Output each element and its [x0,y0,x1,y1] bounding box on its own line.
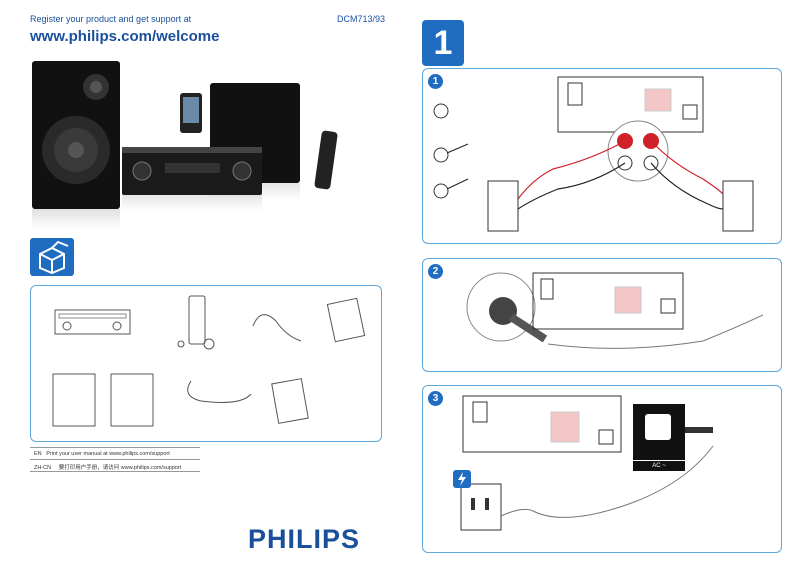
step1-badge: 1 [428,74,443,89]
step3-panel: 3 AC ~ [422,385,782,553]
power-cord-drawing [187,380,252,403]
step2-badge: 2 [428,264,443,279]
step1-panel: 1 [422,68,782,244]
register-text: Register your product and get support at [30,14,192,24]
support-url[interactable]: www.philips.com/welcome [30,28,220,45]
philips-logo: PHILIPS [248,524,361,554]
user-manual-drawing [271,378,309,424]
product-hero-image [32,61,338,229]
lang-en: EN [34,451,42,457]
remote-drawing [177,295,215,350]
fm-antenna-illustration [466,272,764,349]
main-step-number: 1 [422,20,464,66]
ac-label: AC ~ [633,461,685,471]
box-contents-icon [30,238,74,276]
manual-text-zh: 要打印用户手册，请访问 www.philips.com/support [58,465,182,471]
box-contents-illustrations [52,295,366,427]
quick-start-drawing [326,297,366,343]
power-bolt-icon [453,470,471,488]
fm-antenna-drawing [252,314,302,342]
manual-line-en: EN Print your user manual at www.philips… [34,451,170,457]
lang-zh: ZH-CN [34,465,52,471]
step3-badge: 3 [428,391,443,406]
model-number: DCM713/93 [337,14,386,24]
main-unit-drawing [54,309,131,335]
manual-text-en: Print your user manual at www.philips.co… [46,451,170,457]
power-connection-illustration [460,395,714,531]
speaker-connection-illustration [433,76,754,232]
step2-panel: 2 FM [422,258,782,372]
speaker-right-drawing [110,373,154,427]
box-contents-panel [30,285,382,442]
manual-line-zh: ZH-CN 要打印用户手册，请访问 www.philips.com/suppor… [34,463,181,471]
speaker-left-drawing [52,373,96,427]
